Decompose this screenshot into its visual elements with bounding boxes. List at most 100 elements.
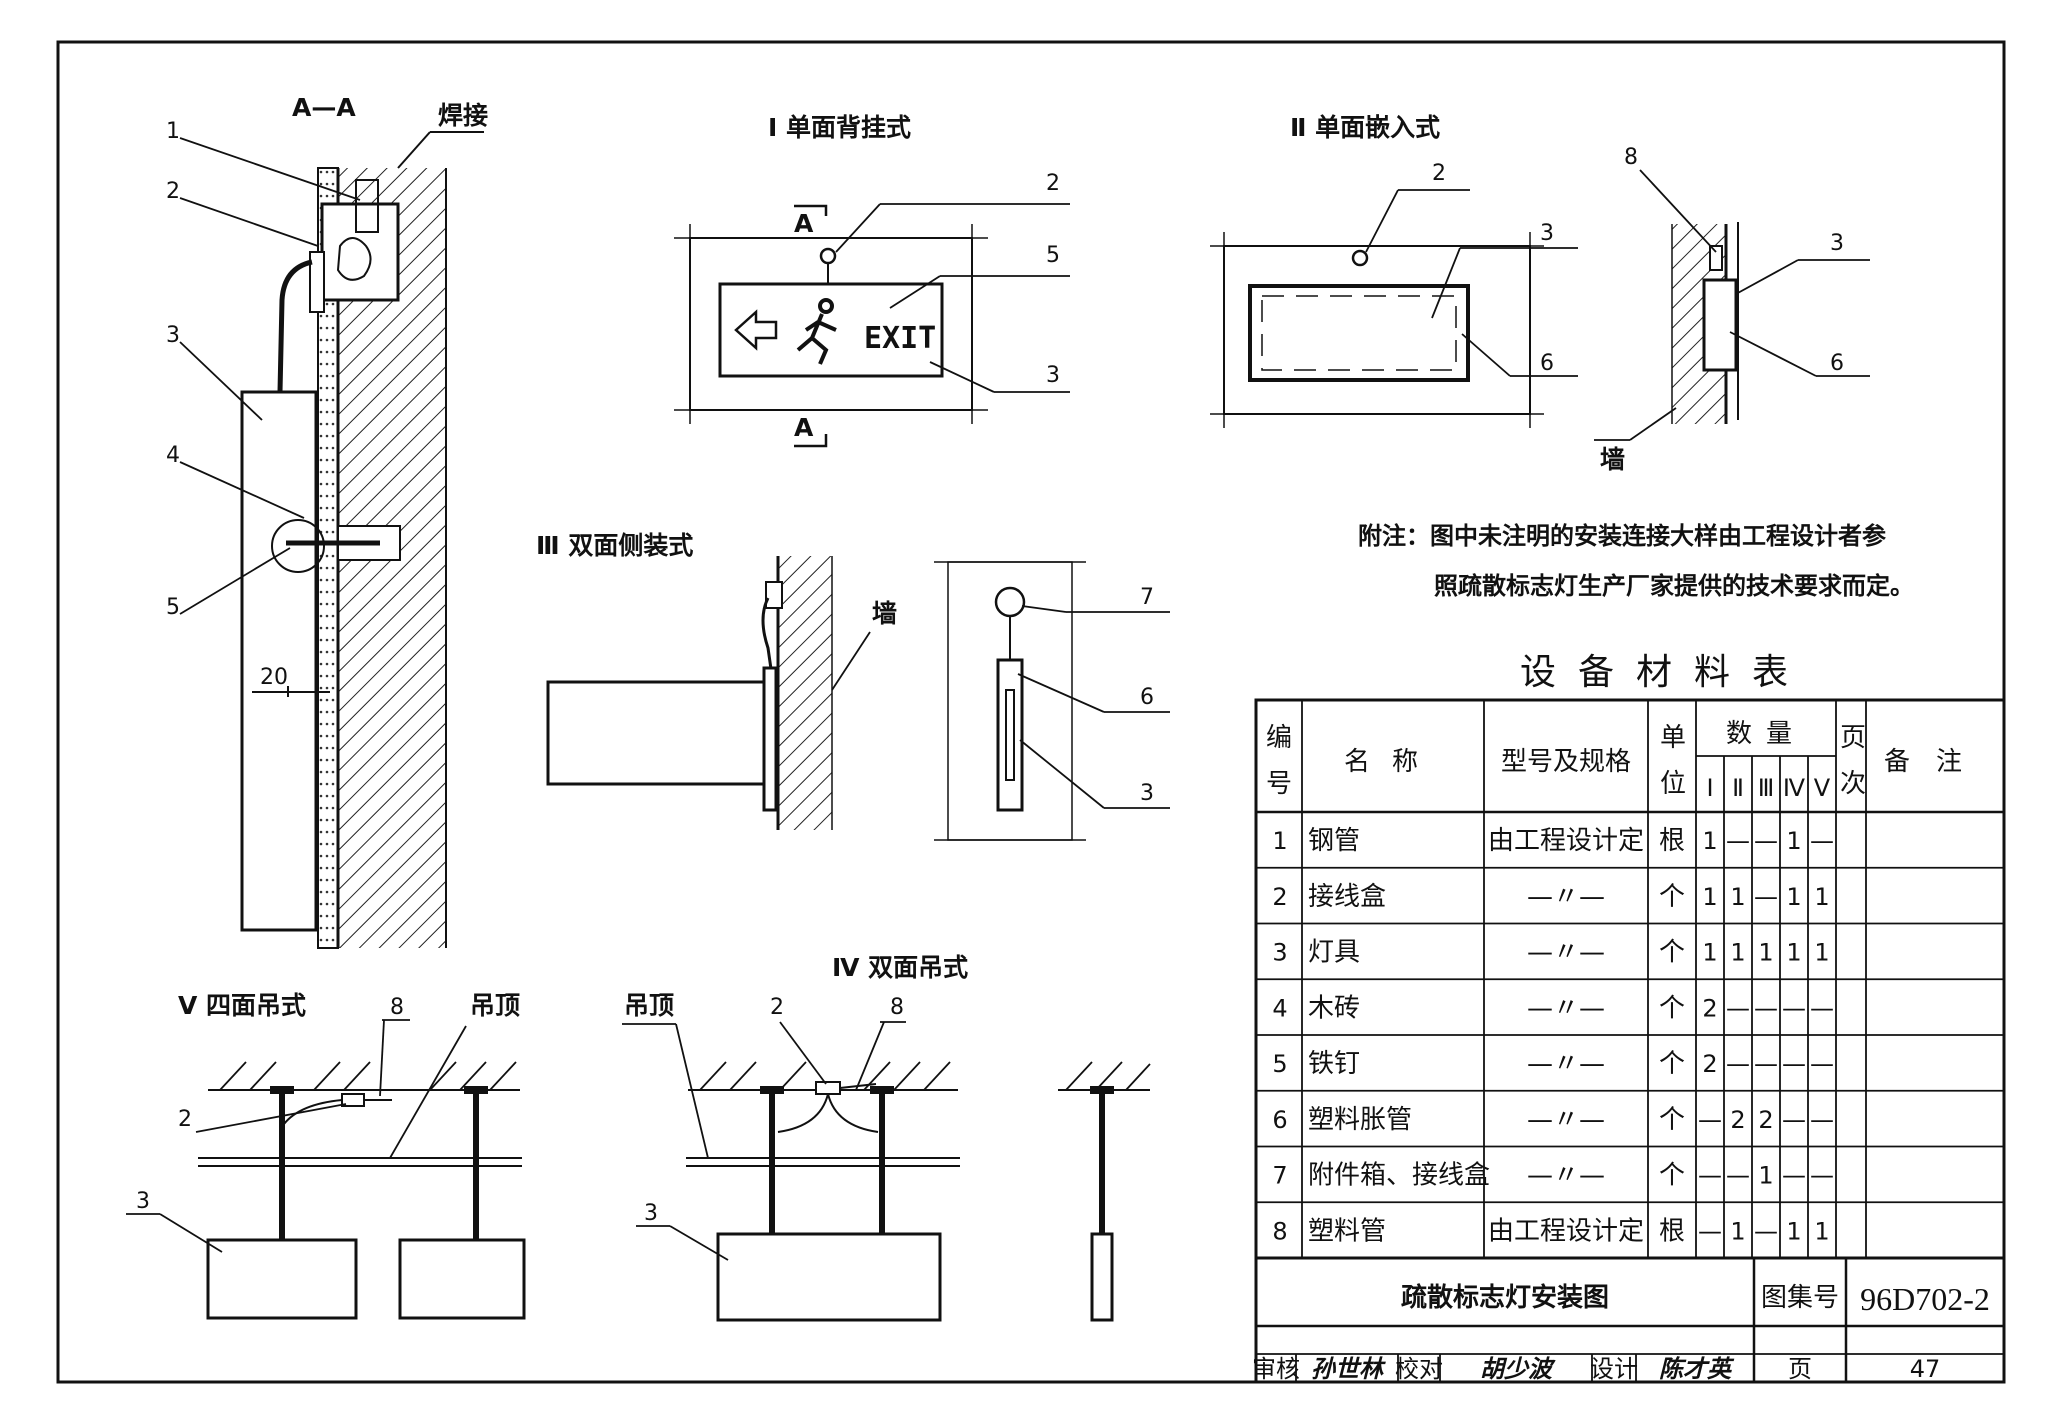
t1-callout-2: 2 [1046, 171, 1060, 196]
table-cell-no: 4 [1272, 994, 1287, 1022]
table-cell-qty: — [1726, 827, 1750, 855]
t2-callout-8: 8 [1624, 145, 1638, 170]
section-mark-top: A [794, 209, 814, 238]
t1-callout-3: 3 [1046, 363, 1060, 388]
hdr-no-2: 号 [1266, 769, 1292, 799]
t5-luminaire-front [206, 1238, 358, 1320]
table-cell-unit: 个 [1659, 1105, 1685, 1135]
t4-luminaire-front [716, 1232, 942, 1322]
table-cell-qty: — [1726, 1162, 1750, 1190]
type2-title: Ⅱ 单面嵌入式 [1290, 113, 1440, 142]
exit-sign-panel [718, 282, 944, 378]
atlas-number: 96D702-2 [1860, 1281, 1990, 1317]
t5-luminaire-side [398, 1238, 526, 1320]
review-label: 审核 [1252, 1355, 1300, 1383]
table-cell-qty: — [1782, 1106, 1806, 1134]
table-cell-name: 塑料管 [1308, 1216, 1386, 1246]
weld-label: 焊接 [438, 101, 488, 130]
table-title: 设备材料表 [1520, 652, 1810, 693]
aa-callout-1: 1 [166, 119, 180, 144]
type3-title: Ⅲ 双面侧装式 [536, 531, 693, 560]
table-cell-model: —〃— [1527, 938, 1605, 968]
accessory-box [994, 586, 1026, 618]
table-cell-name: 铁钉 [1308, 1049, 1360, 1079]
table-cell-no: 1 [1272, 827, 1287, 855]
hdr-unit-1: 单 [1660, 723, 1686, 753]
check-label: 校对 [1395, 1355, 1443, 1383]
table-cell-qty: 1 [1814, 939, 1829, 967]
table-cell-qty: 1 [1758, 1162, 1773, 1190]
arrow-left-icon [734, 309, 778, 351]
review-signature: 孙世林 [1311, 1355, 1386, 1383]
t5-callout-8: 8 [390, 995, 404, 1020]
t5-callout-3: 3 [136, 1189, 150, 1214]
drawing-title: 疏散标志灯安装图 [1401, 1282, 1609, 1313]
table-cell-qty: 1 [1702, 827, 1717, 855]
table-cell-model: —〃— [1527, 1049, 1605, 1079]
embedded-luminaire-front [1248, 284, 1470, 382]
t2-side-callout-6: 6 [1830, 351, 1844, 376]
table-cell-no: 7 [1272, 1162, 1287, 1190]
luminaire-body [240, 390, 318, 932]
check-signature: 胡少波 [1480, 1355, 1556, 1383]
table-cell-no: 3 [1272, 939, 1287, 967]
table-cell-qty: — [1698, 1162, 1722, 1190]
table-cell-qty: 1 [1730, 939, 1745, 967]
table-cell-qty: — [1810, 1050, 1834, 1078]
table-cell-qty: — [1810, 827, 1834, 855]
table-cell-unit: 根 [1659, 1216, 1685, 1246]
table-cell-qty: 2 [1702, 1050, 1717, 1078]
table-cell-no: 5 [1272, 1050, 1287, 1078]
type4-title: Ⅳ 双面吊式 [832, 953, 968, 982]
design-label: 设计 [1590, 1355, 1638, 1383]
type1-view: Ⅰ 单面背挂式 A A EXIT 2 5 3 [674, 113, 1070, 448]
table-cell-qty: 1 [1730, 1217, 1745, 1245]
section-aa-view: A—A 焊接 20 1 2 3 4 5 [166, 93, 488, 949]
note-line-2: 照疏散标志灯生产厂家提供的技术要求而定。 [1434, 572, 1914, 600]
hdr-no-1: 编 [1266, 723, 1292, 753]
t3-wall-label: 墙 [872, 599, 897, 628]
type5-title: Ⅴ 四面吊式 [178, 991, 306, 1020]
hdr-qty: 数量 [1726, 719, 1806, 749]
type4-view: Ⅳ 双面吊式 吊顶 2 8 3 [622, 953, 1151, 1322]
table-cell-qty: — [1782, 994, 1806, 1022]
table-cell-qty: 1 [1814, 883, 1829, 911]
table-cell-name: 木砖 [1308, 993, 1360, 1023]
dim-20: 20 [260, 665, 288, 690]
hdr-model: 型号及规格 [1501, 747, 1631, 777]
t3-wall-hatch [778, 556, 832, 830]
table-cell-qty: — [1698, 1106, 1722, 1134]
qty-col-header: Ⅴ [1814, 774, 1831, 802]
double-sided-sign-side [546, 680, 766, 786]
table-cell-qty: 1 [1786, 1217, 1801, 1245]
table-cell-unit: 个 [1659, 993, 1685, 1023]
junction-box [320, 202, 400, 302]
t5-ceiling-label: 吊顶 [470, 991, 520, 1020]
t3-callout-3: 3 [1140, 781, 1154, 806]
embedded-luminaire-side [1702, 278, 1738, 372]
type3-view: Ⅲ 双面侧装式 墙 7 6 3 [536, 531, 1170, 841]
table-cell-name: 接线盒 [1308, 882, 1386, 912]
table-cell-qty: 1 [1786, 939, 1801, 967]
table-cell-qty: 2 [1730, 1106, 1745, 1134]
t2-callout-2: 2 [1432, 161, 1446, 186]
table-cell-qty: 1 [1814, 1217, 1829, 1245]
hdr-page-1: 页 [1840, 723, 1866, 753]
hdr-name: 名称 [1344, 747, 1440, 777]
table-cell-qty: 1 [1702, 939, 1717, 967]
page-number: 47 [1910, 1355, 1941, 1383]
table-cell-qty: 1 [1702, 883, 1717, 911]
table-cell-qty: — [1754, 827, 1778, 855]
table-cell-qty: 2 [1702, 994, 1717, 1022]
t1-callout-5: 5 [1046, 243, 1060, 268]
aa-callout-4: 4 [166, 443, 180, 468]
table-cell-unit: 个 [1659, 882, 1685, 912]
design-signature: 陈才英 [1659, 1355, 1735, 1383]
table-cell-qty: — [1754, 883, 1778, 911]
table-cell-no: 2 [1272, 883, 1287, 911]
qty-col-header: Ⅰ [1706, 774, 1713, 802]
aa-callout-2: 2 [166, 179, 180, 204]
table-cell-qty: — [1754, 1217, 1778, 1245]
table-cell-model: —〃— [1527, 1105, 1605, 1135]
